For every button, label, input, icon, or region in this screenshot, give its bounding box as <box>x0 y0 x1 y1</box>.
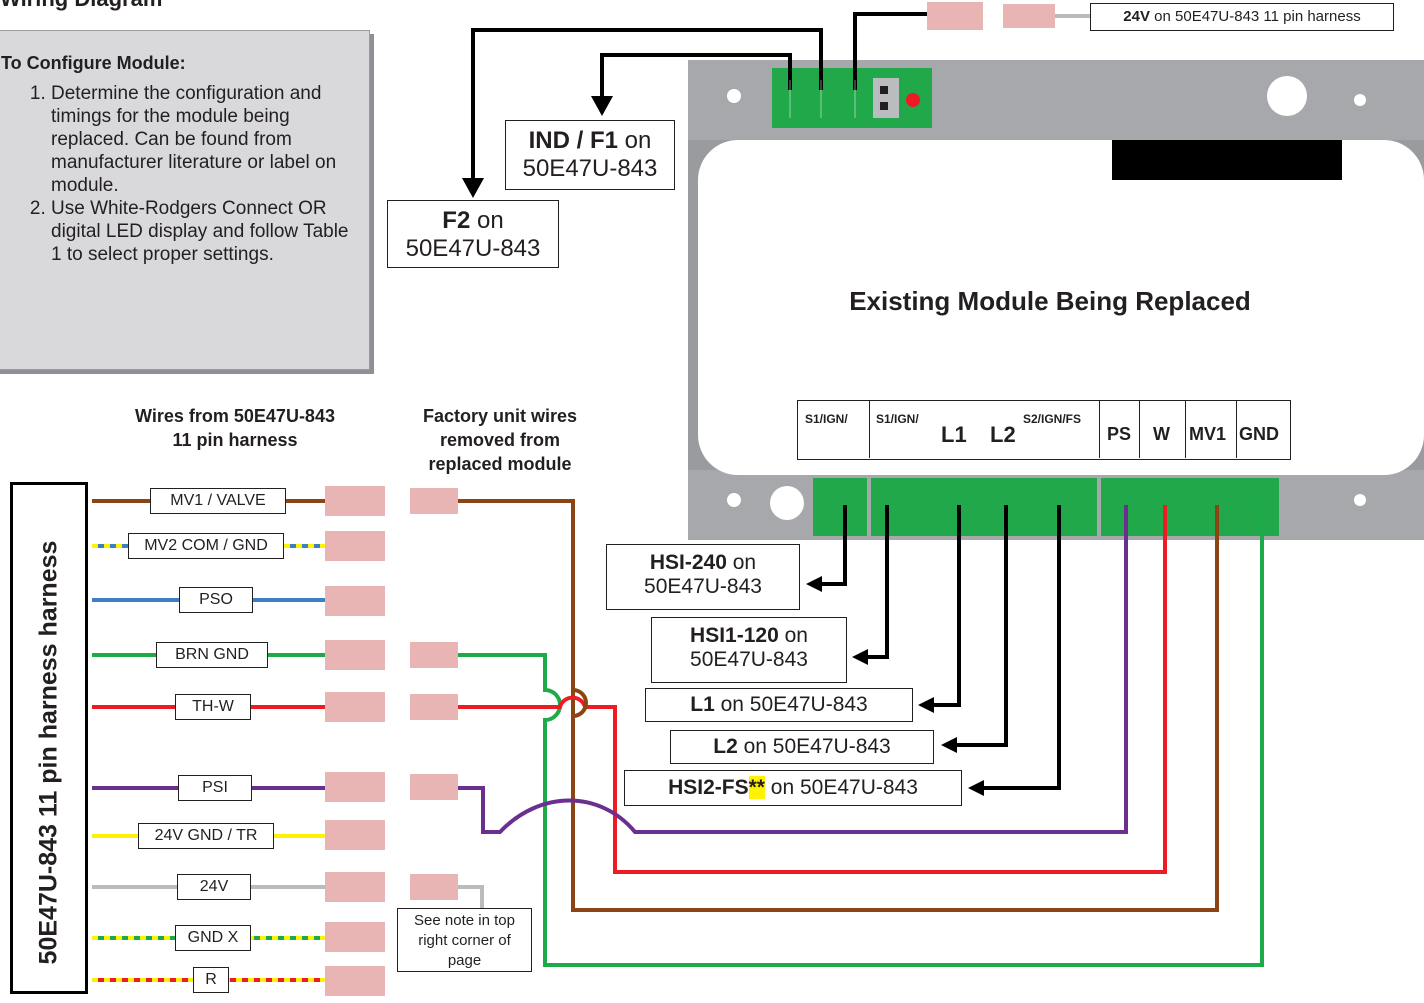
config-step-2: Use White-Rodgers Connect OR digital LED… <box>51 197 351 266</box>
terminal-gnd: GND <box>1239 424 1279 444</box>
terminal-ps: PS <box>1099 400 1140 458</box>
hsi120-box: HSI1-120 on 50E47U-843 <box>651 617 847 683</box>
terminal-strip <box>797 400 1291 460</box>
ind-f1-box: IND / F1 on 50E47U-843 <box>505 120 675 190</box>
module-face <box>698 140 1424 475</box>
led-block <box>873 78 899 118</box>
terminal-w: W <box>1139 400 1186 458</box>
top-pcb <box>772 68 932 128</box>
hsi240-box: HSI-240 on 50E47U-843 <box>606 544 800 610</box>
page-title: Wiring Diagram <box>0 0 162 12</box>
black-label <box>1112 140 1342 180</box>
bottom-pcb-1 <box>813 478 867 536</box>
config-steps: Determine the configuration and timings … <box>0 82 351 266</box>
bottom-pcb-2 <box>871 478 1097 536</box>
terminal-mv1: MV1 <box>1185 400 1237 458</box>
l2-box: L2 on 50E47U-843 <box>670 730 934 764</box>
terminal-block-l: S1/IGN/ L1 L2 S2/IGN/FS <box>869 400 1100 458</box>
bottom-pcb-3 <box>1101 478 1279 536</box>
wire-label-th-w: TH-W <box>175 694 251 720</box>
mount-hole <box>1354 94 1366 106</box>
harness-label: 50E47U-843 11 pin harness harness <box>34 540 63 965</box>
wire-label-pso: PSO <box>179 587 253 613</box>
config-panel: To Configure Module: Determine the confi… <box>0 30 370 370</box>
mount-hole <box>770 486 804 520</box>
mount-hole <box>1267 76 1307 116</box>
wire-label-mv1: MV1 / VALVE <box>150 488 286 514</box>
harness-box <box>10 482 88 994</box>
module-title: Existing Module Being Replaced <box>849 286 1251 316</box>
wire-label-r: R <box>193 967 229 993</box>
wire-label-gnd-x: GND X <box>175 925 251 951</box>
wire-label-24v: 24V <box>177 874 251 900</box>
hsi2-fs-box: HSI2-FS** on 50E47U-843 <box>624 770 962 806</box>
l1-box: L1 on 50E47U-843 <box>645 688 913 722</box>
terminal-s1-ign-a: S1/IGN/ <box>797 400 870 458</box>
wire-label-brn-gnd: BRN GND <box>156 642 268 668</box>
wire-label-24v-gnd: 24V GND / TR <box>138 823 274 849</box>
mount-hole <box>1354 494 1366 506</box>
mount-hole <box>727 493 741 507</box>
config-heading: To Configure Module: <box>1 53 186 73</box>
wire-label-psi: PSI <box>178 775 252 801</box>
wire-label-mv2: MV2 COM / GND <box>128 533 284 559</box>
top-note-box: 24V on 50E47U-843 11 pin harness <box>1090 3 1394 31</box>
mount-hole <box>727 89 741 103</box>
f2-box: F2 on 50E47U-843 <box>387 200 559 268</box>
config-step-1: Determine the configuration and timings … <box>51 82 351 197</box>
red-led <box>906 93 920 107</box>
harness-connectors <box>325 486 385 996</box>
factory-connectors <box>410 488 458 900</box>
